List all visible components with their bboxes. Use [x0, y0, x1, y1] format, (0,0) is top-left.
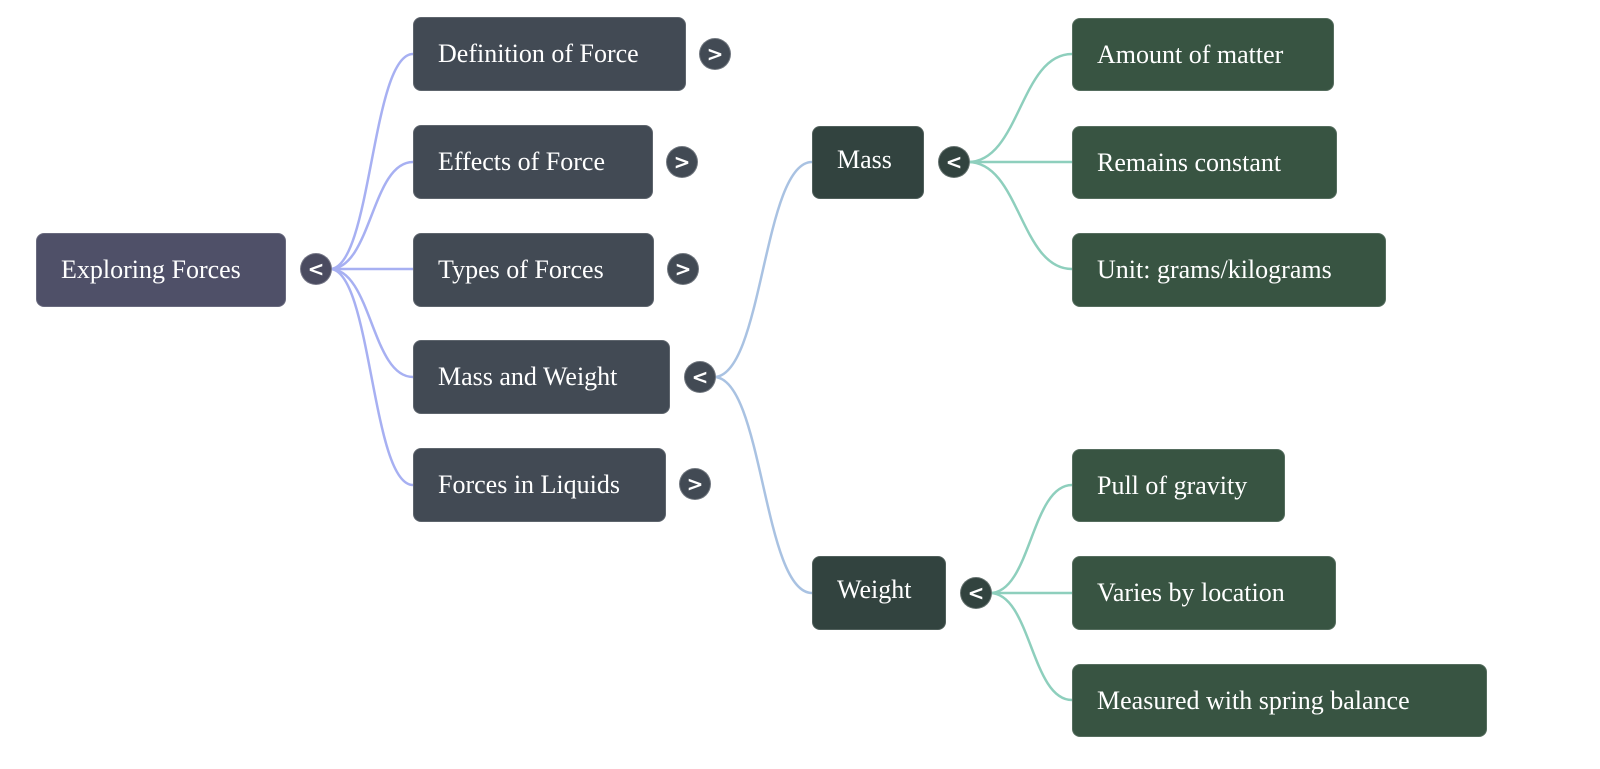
leaf-label: Remains constant [1097, 147, 1282, 177]
leaf-label: Measured with spring balance [1097, 685, 1410, 715]
branch-sub-edge [713, 160, 813, 379]
expand-icon: > [673, 150, 691, 174]
subbranch-collapse-toggle[interactable]: < [938, 146, 970, 178]
collapse-icon: < [691, 365, 709, 389]
branch-expand-toggle[interactable]: > [667, 253, 699, 285]
root-branch-edge [329, 52, 414, 271]
branch-node-mass-and-weight[interactable]: Mass and Weight [413, 340, 670, 414]
branch-label: Effects of Force [438, 147, 606, 176]
collapse-icon: < [967, 581, 985, 605]
subbranch-label: Weight [837, 575, 912, 604]
branch-expand-toggle[interactable]: > [666, 146, 698, 178]
expand-icon: > [674, 257, 692, 281]
branch-label: Types of Forces [438, 255, 604, 284]
leaf-node[interactable]: Pull of gravity [1072, 449, 1285, 522]
root-branch-edge [329, 160, 414, 271]
leaf-label: Pull of gravity [1097, 470, 1248, 500]
leaf-label: Amount of matter [1097, 39, 1284, 69]
branch-expand-toggle[interactable]: > [699, 38, 731, 70]
sub-leaf-edge [989, 591, 1073, 702]
leaf-node[interactable]: Unit: grams/kilograms [1072, 233, 1386, 307]
branch-node-definition-of-force[interactable]: Definition of Force [413, 17, 686, 91]
branch-collapse-toggle[interactable]: < [684, 361, 716, 393]
expand-icon: > [706, 42, 724, 66]
leaf-node[interactable]: Amount of matter [1072, 18, 1334, 91]
leaf-label: Unit: grams/kilograms [1097, 255, 1332, 284]
subbranch-label: Mass [837, 145, 892, 174]
branch-node-effects-of-force[interactable]: Effects of Force [413, 125, 653, 199]
subbranch-collapse-toggle[interactable]: < [960, 577, 992, 609]
branch-node-types-of-forces[interactable]: Types of Forces [413, 233, 654, 307]
collapse-icon: < [307, 257, 325, 281]
branch-sub-edge [713, 375, 813, 595]
branch-label: Forces in Liquids [438, 470, 620, 499]
branch-expand-toggle[interactable]: > [679, 468, 711, 500]
expand-icon: > [686, 472, 704, 496]
root-node[interactable]: Exploring Forces [36, 233, 286, 307]
subbranch-node-weight[interactable]: Weight [812, 556, 946, 630]
branch-label: Mass and Weight [438, 362, 618, 391]
leaf-label: Varies by location [1097, 578, 1285, 607]
root-branch-edge [329, 267, 414, 379]
branch-node-forces-in-liquids[interactable]: Forces in Liquids [413, 448, 666, 522]
collapse-icon: < [945, 150, 963, 174]
subbranch-node-mass[interactable]: Mass [812, 126, 924, 199]
root-branch-edge [329, 267, 414, 487]
sub-leaf-edge [967, 52, 1073, 164]
sub-leaf-edge [989, 483, 1073, 595]
leaf-node[interactable]: Remains constant [1072, 126, 1337, 199]
sub-leaf-edge [967, 160, 1073, 271]
root-collapse-toggle[interactable]: < [300, 253, 332, 285]
leaf-node[interactable]: Varies by location [1072, 556, 1336, 630]
root-label: Exploring Forces [61, 255, 241, 284]
branch-label: Definition of Force [438, 39, 639, 68]
leaf-node[interactable]: Measured with spring balance [1072, 664, 1487, 737]
